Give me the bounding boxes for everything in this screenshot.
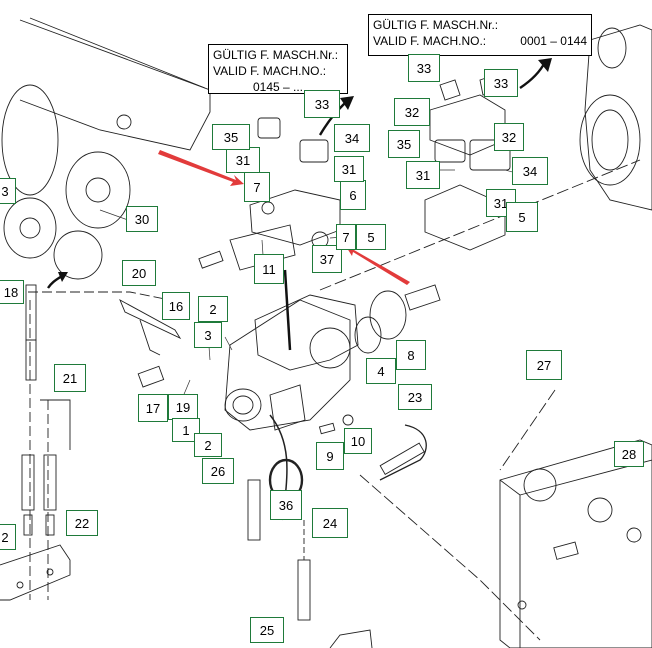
callout-label[interactable]: 17 <box>138 394 168 422</box>
callout-label[interactable]: 31 <box>334 156 364 182</box>
callout-label[interactable]: 18 <box>0 280 24 304</box>
callout-label[interactable]: 22 <box>66 510 98 536</box>
callout-label[interactable]: 1 <box>172 418 200 442</box>
callout-label[interactable]: 19 <box>168 394 198 420</box>
callout-label[interactable]: 16 <box>162 292 190 320</box>
callout-label[interactable]: 9 <box>316 442 344 470</box>
callout-label[interactable]: 33 <box>408 54 440 82</box>
callout-label[interactable]: 11 <box>254 254 284 284</box>
callout-label[interactable]: 31 <box>226 147 260 173</box>
callout-label[interactable]: 36 <box>270 490 302 520</box>
callout-label[interactable]: 23 <box>398 384 432 410</box>
callout-label[interactable]: 33 <box>304 90 340 118</box>
callout-label[interactable]: 26 <box>202 458 234 484</box>
callout-label[interactable]: 20 <box>122 260 156 286</box>
callout-label[interactable]: 7 <box>244 172 270 202</box>
validity-line-range: 0145 – ... <box>252 80 304 94</box>
validity-note-old: GÜLTIG F. MASCH.Nr.: VALID F. MACH.NO.: … <box>368 14 592 56</box>
validity-line-range: 0001 – 0144 <box>520 34 587 48</box>
callout-label[interactable]: 7 <box>336 224 356 250</box>
callout-label[interactable]: 27 <box>526 350 562 380</box>
callout-label[interactable]: 5 <box>506 202 538 232</box>
callout-label[interactable]: 35 <box>388 130 420 158</box>
callout-label[interactable]: 31 <box>406 161 440 189</box>
callout-label[interactable]: 8 <box>396 340 426 370</box>
validity-line-german: GÜLTIG F. MASCH.Nr.: <box>373 18 499 32</box>
callout-label[interactable]: 28 <box>614 441 644 467</box>
callout-label[interactable]: 25 <box>250 617 284 643</box>
callout-label[interactable]: 34 <box>334 124 370 152</box>
callout-label[interactable]: 3 <box>0 178 16 204</box>
callout-label[interactable]: 4 <box>366 358 396 384</box>
callout-label[interactable]: 32 <box>494 123 524 151</box>
callout-label[interactable]: 5 <box>356 224 386 250</box>
callout-label[interactable]: 34 <box>512 157 548 185</box>
callout-label[interactable]: 24 <box>312 508 348 538</box>
callout-label[interactable]: 6 <box>340 180 366 210</box>
validity-line-german: GÜLTIG F. MASCH.Nr.: <box>213 48 339 62</box>
callout-label[interactable]: 2 <box>198 296 228 322</box>
callout-label[interactable]: 2 <box>0 524 16 550</box>
callout-label[interactable]: 35 <box>212 124 250 150</box>
callout-label[interactable]: 3 <box>194 322 222 348</box>
validity-note-new: GÜLTIG F. MASCH.Nr.: VALID F. MACH.NO.: … <box>208 44 348 94</box>
validity-line-english: VALID F. MACH.NO.: <box>213 64 327 78</box>
callout-label[interactable]: 33 <box>484 69 518 97</box>
validity-line-english: VALID F. MACH.NO.: <box>373 34 487 48</box>
callout-label[interactable]: 10 <box>344 428 372 454</box>
callout-label[interactable]: 32 <box>394 98 430 126</box>
callout-label[interactable]: 37 <box>312 245 342 273</box>
callout-label[interactable]: 21 <box>54 364 86 392</box>
callout-label[interactable]: 2 <box>194 433 222 457</box>
callout-label[interactable]: 30 <box>126 206 158 232</box>
